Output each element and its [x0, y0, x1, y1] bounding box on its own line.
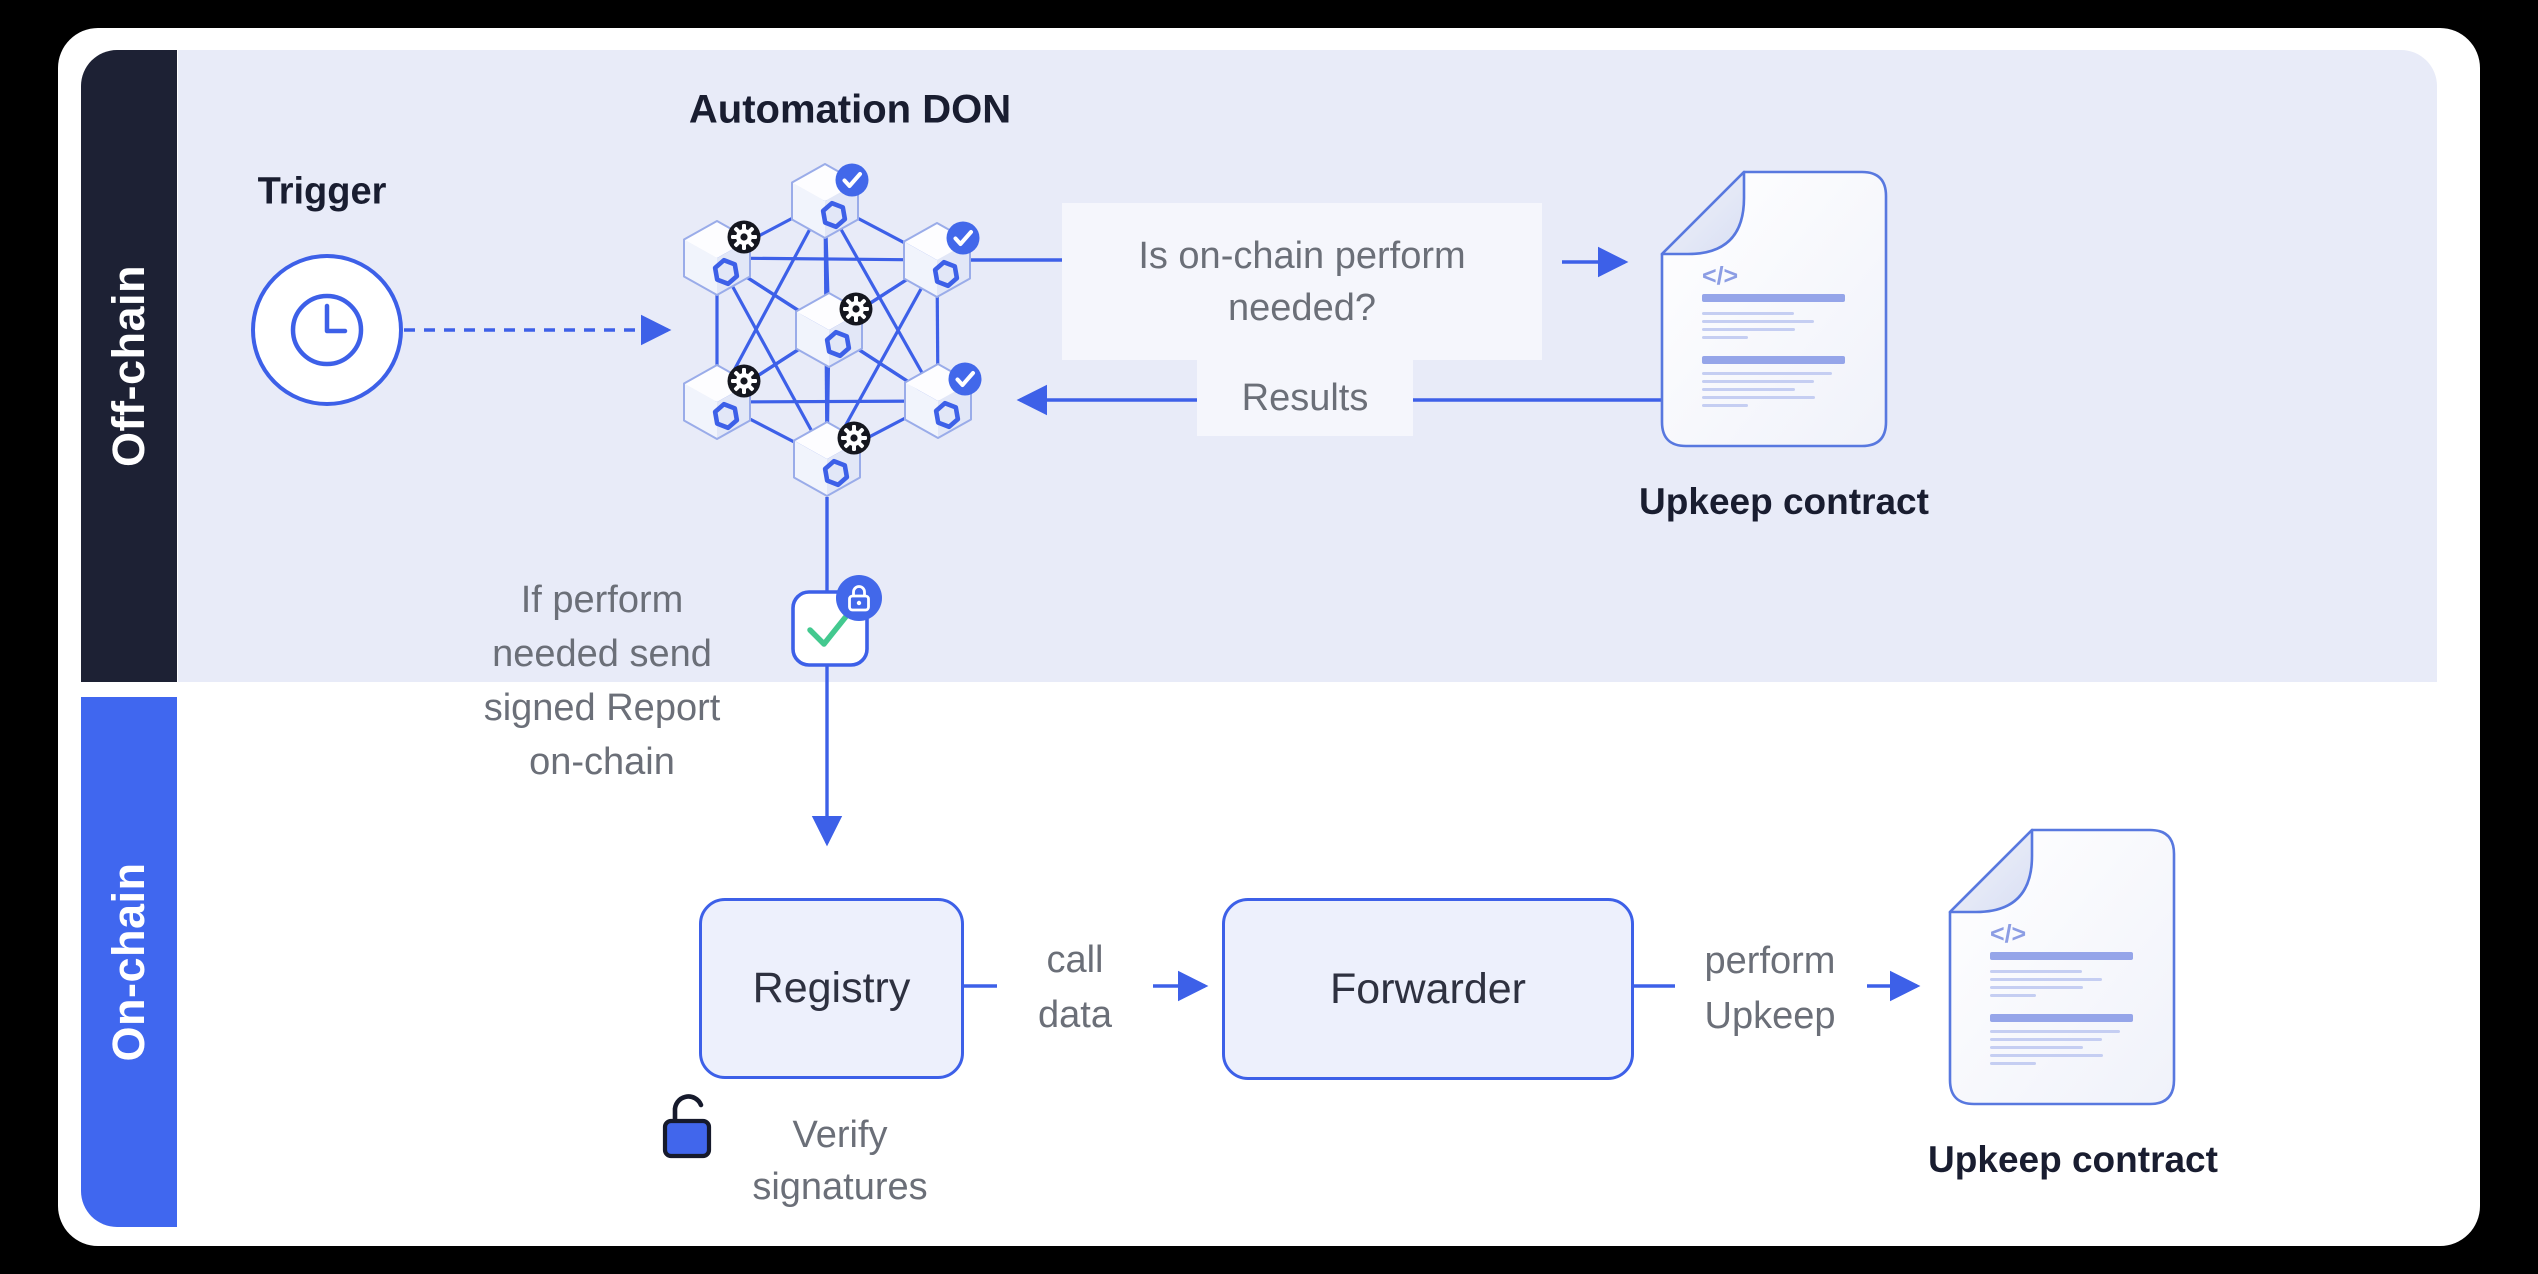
don-node-icon — [794, 422, 871, 497]
upkeep-contract-document-icon: </> — [1948, 828, 2176, 1106]
gear-badge-icon — [837, 421, 871, 455]
upkeep-contract-label-offchain: Upkeep contract — [1639, 481, 1929, 522]
call-data-label: call data — [1038, 939, 1112, 1036]
don-node-icon — [904, 219, 982, 298]
code-glyph: </> — [1990, 920, 2026, 948]
lock-badge-icon — [836, 575, 882, 621]
check-badge-icon — [946, 360, 984, 398]
forwarder-box: Forwarder — [1222, 898, 1634, 1080]
check-badge-icon — [833, 161, 871, 199]
verify-signatures-label: Verify signatures — [752, 1114, 928, 1208]
registry-label: Registry — [752, 964, 911, 1012]
don-node-icon — [684, 365, 761, 440]
question-label: Is on-chain perform needed? — [1062, 203, 1542, 360]
don-node-icon — [905, 360, 984, 439]
results-label: Results — [1197, 360, 1413, 436]
onchain-lane-tab: On-chain — [81, 697, 177, 1227]
don-node-icon — [796, 293, 873, 368]
trigger-label: Trigger — [257, 170, 387, 213]
clock-icon — [251, 254, 403, 406]
don-node-icon — [684, 221, 761, 296]
signed-report-icon — [791, 575, 882, 667]
unlock-icon — [662, 1094, 712, 1159]
check-icon — [807, 611, 851, 647]
gear-badge-icon — [839, 292, 873, 326]
registry-box: Registry — [699, 898, 964, 1079]
connector-lines — [811, 246, 1921, 1002]
upkeep-contract-label-onchain: Upkeep contract — [1928, 1139, 2218, 1180]
report-note-label: If perform needed send signed Report on-… — [483, 579, 721, 783]
gear-badge-icon — [727, 220, 761, 254]
automation-don-title: Automation DON — [688, 87, 1012, 132]
don-node-icon — [792, 161, 871, 239]
upkeep-contract-document-icon: </> — [1660, 170, 1888, 448]
perform-upkeep-label: perform Upkeep — [1704, 940, 1836, 1037]
offchain-lane-tab: Off-chain — [81, 50, 177, 682]
gear-badge-icon — [727, 364, 761, 398]
forwarder-label: Forwarder — [1330, 964, 1526, 1013]
check-badge-icon — [944, 219, 982, 257]
code-glyph: </> — [1702, 262, 1738, 290]
